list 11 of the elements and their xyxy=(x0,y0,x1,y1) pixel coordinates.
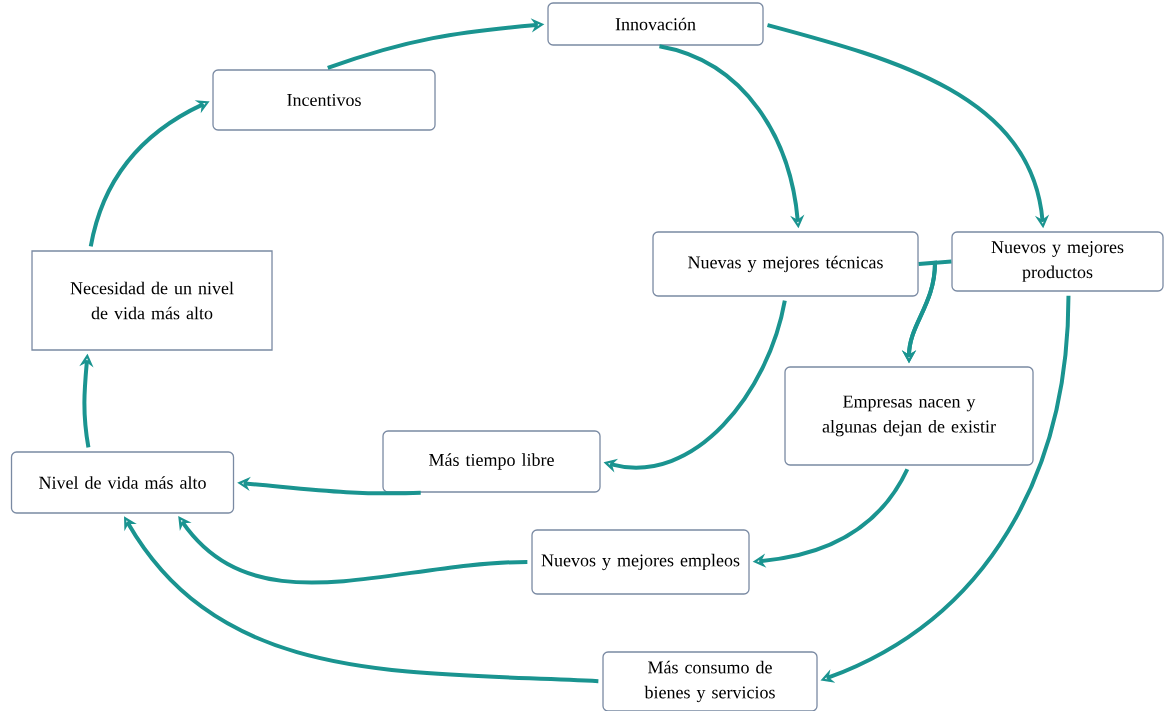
process-box: Más tiempo libre xyxy=(382,430,601,493)
process-box: Nuevas y mejores técnicas xyxy=(652,231,919,297)
process-box: Más consumo de bienes y servicios xyxy=(602,651,818,711)
process-box: Empresas nacen y algunas dejan de existir xyxy=(784,366,1034,466)
process-box: Innovación xyxy=(547,2,764,46)
arrow xyxy=(178,516,528,585)
process-box: Nivel de vida más alto xyxy=(10,451,235,514)
process-box: Incentivos xyxy=(212,69,436,131)
process-box: Nuevos y mejores productos xyxy=(951,231,1164,292)
process-box: Nuevos y mejores empleos xyxy=(531,529,750,595)
process-box: Necesidad de un nivel de vida más alto xyxy=(31,250,273,351)
